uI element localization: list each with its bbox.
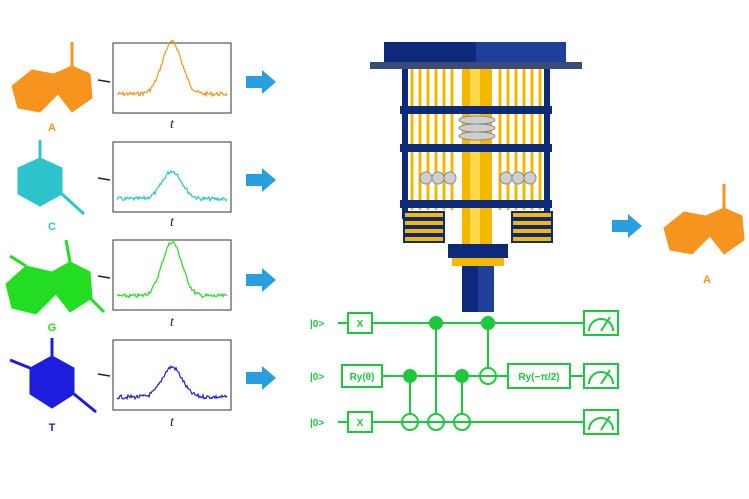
signal-panel-t [112, 339, 232, 411]
output-molecule-a-icon [663, 184, 745, 255]
qubit-label-3: |0> [310, 418, 324, 429]
gate-ry-final: Ry(−π/2) [518, 372, 559, 383]
connector-a [97, 79, 111, 83]
base-label-g: G [48, 322, 57, 334]
gate-x-bottom: X [357, 418, 364, 429]
arrow-right-icon [246, 168, 276, 192]
qubit-label-1: |0> [310, 319, 324, 330]
arrow-right-icon [612, 214, 642, 238]
molecule-t-icon [9, 338, 97, 414]
molecule-g-icon [5, 239, 106, 315]
molecule-c-icon [17, 140, 86, 216]
base-label-c: C [48, 221, 56, 233]
time-axis-label-t: t [170, 415, 175, 430]
base-label-t: T [49, 422, 56, 434]
time-axis-label-g: t [170, 315, 175, 330]
molecule-a-icon [11, 42, 93, 113]
connector-t [97, 373, 111, 377]
arrow-right-icon [246, 366, 276, 390]
connector-c [97, 177, 111, 181]
arrow-right-icon [246, 268, 276, 292]
signal-panel-c [112, 141, 232, 213]
connector-g [97, 275, 111, 279]
signal-trace-a [116, 39, 228, 98]
dilution-refrigerator-icon [370, 42, 582, 312]
arrow-right-icon [246, 70, 276, 94]
gate-ry-theta: Ry(θ) [350, 372, 375, 383]
time-axis-label-c: t [170, 215, 175, 230]
qubit-label-2: |0> [310, 372, 324, 383]
output-label-a: A [703, 274, 711, 286]
signal-trace-t [116, 364, 228, 401]
quantum-circuit [338, 310, 619, 435]
signal-trace-g [116, 240, 228, 299]
signal-trace-c [116, 170, 228, 203]
gate-x-top: X [357, 319, 364, 330]
signal-panel-g [112, 239, 232, 311]
base-label-a: A [48, 122, 56, 134]
signal-panel-a [112, 42, 232, 114]
signal-panels [112, 39, 232, 411]
time-axis-label-a: t [170, 117, 175, 132]
